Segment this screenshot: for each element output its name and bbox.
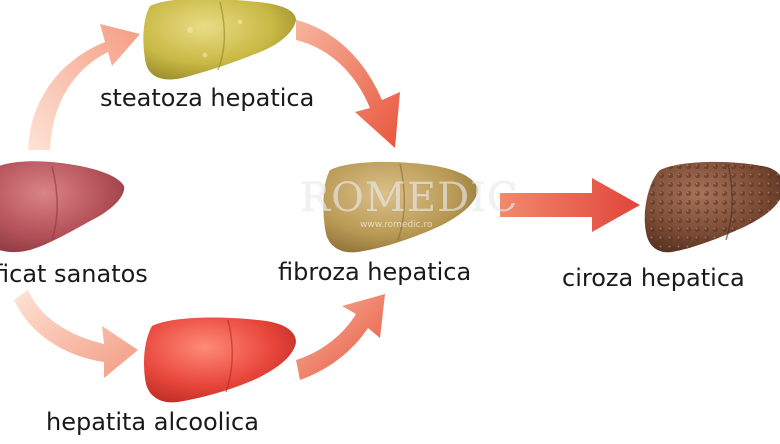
- arrow-hepatitis-to-fibrosis: [296, 294, 385, 380]
- label-cirrhosis: ciroza hepatica: [562, 264, 745, 292]
- liver-healthy-icon: [0, 161, 125, 253]
- arrow-steatosis-to-fibrosis: [296, 20, 400, 148]
- liver-hepatitis-icon: [144, 317, 296, 403]
- liver-fibrosis-icon: [323, 161, 478, 253]
- liver-cirrhosis-icon: [644, 161, 780, 253]
- label-alcoholic-hepatitis: hepatita alcoolica: [46, 408, 259, 436]
- arrow-healthy-to-hepatitis: [14, 290, 138, 378]
- arrow-fibrosis-to-cirrhosis: [500, 178, 640, 232]
- label-healthy-liver: ficat sanatos: [0, 260, 148, 288]
- liver-steatosis-icon: [143, 0, 296, 80]
- label-steatosis: steatoza hepatica: [100, 84, 315, 112]
- watermark: ROMEDIC: [300, 175, 519, 221]
- label-fibrosis: fibroza hepatica: [278, 258, 472, 286]
- arrow-healthy-to-steatosis: [28, 24, 140, 150]
- watermark-url: www.romedic.ro: [360, 220, 433, 230]
